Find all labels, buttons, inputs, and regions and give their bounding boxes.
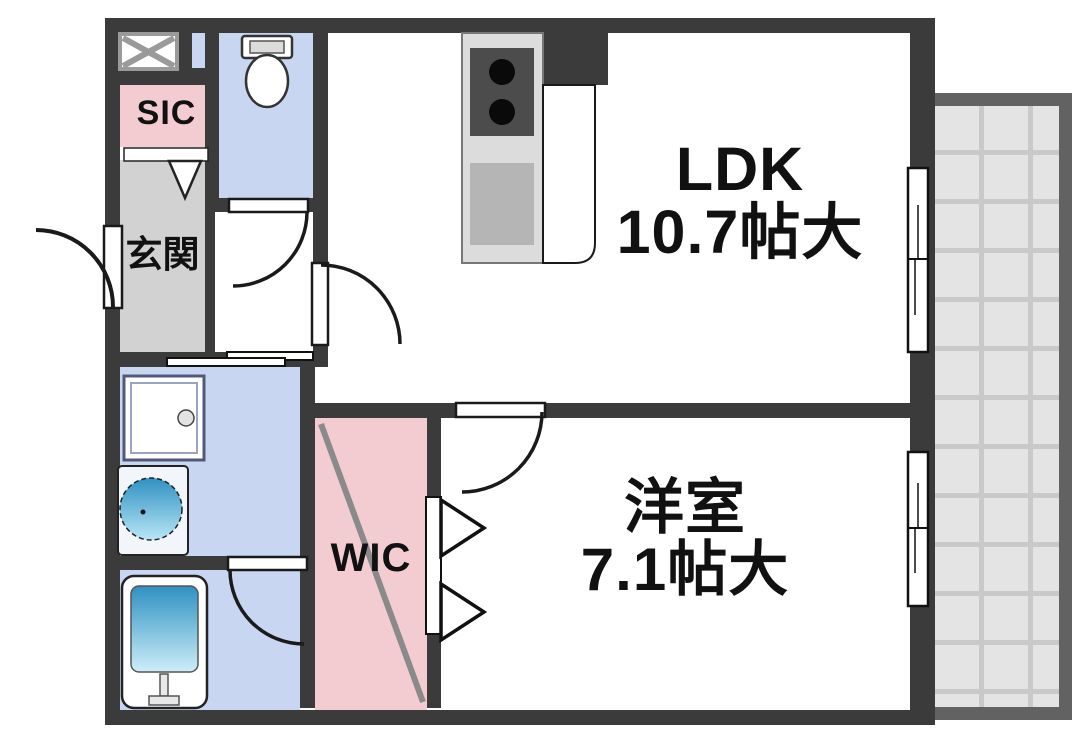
- wall-genkan-east: [205, 198, 215, 352]
- wall-right: [910, 18, 935, 710]
- bedroom-name: 洋室: [624, 474, 746, 541]
- wall-bath-north: [105, 556, 230, 570]
- ldk-label: LDK 10.7帖大: [555, 135, 925, 267]
- pipe-space-icon: [118, 32, 179, 71]
- balcony: [935, 93, 1072, 720]
- kitchen-column-block: [543, 33, 608, 85]
- wall-top: [105, 18, 935, 33]
- toilet-room-niche: [192, 33, 205, 68]
- wall-bottom: [105, 710, 935, 725]
- wall-toilet-south: [205, 198, 313, 212]
- ldk-name: LDK: [675, 135, 805, 203]
- wall-washroom-east: [300, 367, 315, 708]
- wic-label: WIC: [330, 536, 412, 580]
- bathroom: [118, 570, 300, 710]
- toilet-room: [219, 33, 313, 198]
- wall-wic-east-top: [427, 418, 441, 497]
- toilet-door-icon: [227, 197, 310, 288]
- folding-door-icon: [425, 496, 488, 644]
- wall-wic-east-bottom: [427, 634, 441, 708]
- kitchen-sink-icon: [470, 163, 534, 245]
- bedroom-label: 洋室 7.1帖大: [495, 474, 875, 604]
- bedroom-size: 7.1帖大: [580, 536, 790, 604]
- genkan-label: 玄関: [125, 234, 200, 275]
- balcony-floor-tiles: [935, 106, 1059, 707]
- wall-left: [105, 18, 120, 725]
- wall-mid-horizontal: [105, 352, 328, 367]
- sic-label: SIC: [136, 94, 197, 132]
- wall-toilet-west: [205, 33, 219, 212]
- kitchen-stove-icon: [470, 48, 534, 136]
- wall-shaft-right: [178, 33, 192, 70]
- wall-hall-ldk: [313, 33, 328, 367]
- sic-room: [120, 85, 213, 147]
- wall-ldk-bedroom-divider: [300, 403, 910, 418]
- wall-under-shaft: [118, 68, 213, 85]
- washroom: [118, 367, 300, 556]
- ldk-size: 10.7帖大: [616, 198, 864, 267]
